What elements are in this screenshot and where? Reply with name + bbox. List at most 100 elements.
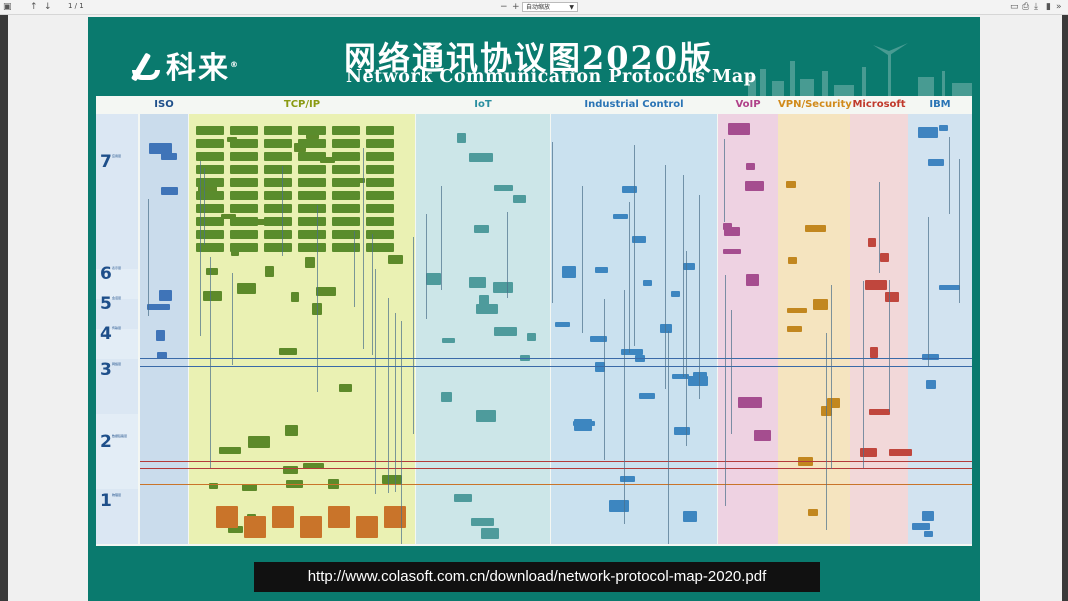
- protocol-block: [230, 165, 258, 174]
- protocol-block: [302, 462, 325, 469]
- url-caption[interactable]: http://www.colasoft.com.cn/download/netw…: [254, 562, 820, 592]
- protocol-block: [812, 298, 829, 310]
- protocol-block: [316, 286, 337, 297]
- connector-line: [629, 201, 631, 354]
- connector-line: [664, 165, 666, 390]
- protocol-block: [476, 304, 499, 315]
- zoom-select[interactable]: 自动缩放 ▼: [522, 2, 578, 12]
- protocol-block: [926, 380, 936, 389]
- connector-line: [633, 144, 635, 347]
- protocol-block: [471, 518, 494, 527]
- poster-title-cn: 网络通讯协议图2020版: [344, 39, 714, 77]
- protocol-block: [885, 291, 900, 303]
- protocol-block: [332, 243, 360, 252]
- protocol-block: [230, 178, 258, 187]
- protocol-block: [869, 347, 879, 358]
- connector-line: [581, 185, 583, 333]
- poster-title-en: Network Communication Protocols Map: [346, 67, 757, 87]
- zoom-value: 自动缩放: [526, 4, 551, 11]
- zoom-in-button[interactable]: +: [512, 2, 520, 12]
- colasoft-logo-icon: [132, 52, 162, 82]
- protocol-block: [693, 371, 707, 380]
- layer-label: 应用层: [112, 154, 122, 158]
- connector-line: [231, 273, 233, 366]
- protocol-block: [196, 230, 224, 239]
- protocol-block: [339, 384, 352, 392]
- protocol-block: [787, 256, 798, 265]
- protocol-block: [425, 273, 442, 286]
- protocol-block: [805, 225, 826, 232]
- protocol-block: [613, 213, 628, 219]
- protocol-block: [574, 418, 592, 431]
- protocol-block: [230, 243, 258, 252]
- protocol-block: [230, 152, 258, 161]
- viewer-left-edge: [0, 15, 8, 601]
- connector-line: [203, 168, 205, 246]
- connector-line: [825, 332, 827, 530]
- connector-line: [604, 298, 606, 461]
- arrow-up-icon[interactable]: ↑: [30, 2, 38, 12]
- protocol-block: [670, 290, 680, 298]
- protocol-block: [332, 126, 360, 135]
- presentation-icon[interactable]: ▭: [1010, 2, 1019, 12]
- protocol-block: [382, 474, 403, 485]
- brand-name: 科来: [166, 51, 230, 86]
- protocol-block: [922, 510, 934, 522]
- protocol-block: [332, 191, 360, 200]
- protocol-block: [864, 280, 888, 291]
- protocol-block: [440, 391, 453, 402]
- protocol-block: [298, 204, 326, 213]
- connector-line: [685, 251, 687, 447]
- connector-line: [401, 320, 403, 544]
- zoom-out-button[interactable]: −: [500, 2, 508, 12]
- protocol-block: [196, 178, 224, 187]
- protocol-block: [939, 125, 948, 132]
- column-header-vpn: VPN/Security: [778, 99, 852, 110]
- protocol-block: [912, 523, 931, 530]
- page-indicator[interactable]: 1 / 1: [68, 2, 84, 10]
- protocol-block: [754, 429, 772, 442]
- protocol-block: [620, 348, 644, 355]
- protocol-block: [826, 397, 841, 408]
- bookmark-icon[interactable]: ▮: [1046, 2, 1051, 12]
- protocol-block: [286, 479, 304, 488]
- layer-number: 7: [100, 152, 112, 172]
- download-icon[interactable]: ⤓: [1034, 2, 1038, 12]
- protocol-block: [298, 243, 326, 252]
- protocol-block: [921, 353, 940, 360]
- protocol-block: [366, 230, 394, 239]
- protocol-block: [619, 476, 635, 482]
- protocol-block: [159, 290, 172, 301]
- protocol-block: [682, 263, 695, 270]
- protocol-block: [328, 506, 350, 528]
- more-icon[interactable]: »: [1056, 2, 1062, 12]
- protocol-block: [230, 191, 258, 200]
- protocol-block: [722, 222, 733, 230]
- protocol-block: [332, 204, 360, 213]
- connector-line: [730, 310, 732, 435]
- column-header-tcpip: TCP/IP: [283, 99, 321, 110]
- sidebar-icon[interactable]: ▣: [3, 2, 12, 12]
- protocol-block: [298, 165, 326, 174]
- protocol-block: [285, 424, 299, 437]
- protocol-block: [298, 191, 326, 200]
- column-band-iot: [416, 114, 550, 544]
- connector-line: [507, 211, 509, 299]
- protocol-block: [196, 165, 224, 174]
- protocol-block: [594, 266, 608, 273]
- column-band-voip: [718, 114, 778, 544]
- layer-label: 会话层: [112, 296, 122, 300]
- protocol-block: [927, 159, 945, 166]
- protocol-block: [494, 326, 517, 337]
- connector-line: [948, 137, 950, 215]
- connector-line: [723, 138, 725, 223]
- protocol-block: [298, 230, 326, 239]
- protocol-block: [728, 123, 750, 136]
- print-icon[interactable]: ⎙: [1022, 2, 1030, 12]
- bus-line: [140, 358, 972, 359]
- arrow-down-icon[interactable]: ↓: [44, 2, 52, 12]
- protocol-block: [621, 186, 638, 194]
- protocol-block: [230, 126, 258, 135]
- protocol-block: [673, 426, 691, 436]
